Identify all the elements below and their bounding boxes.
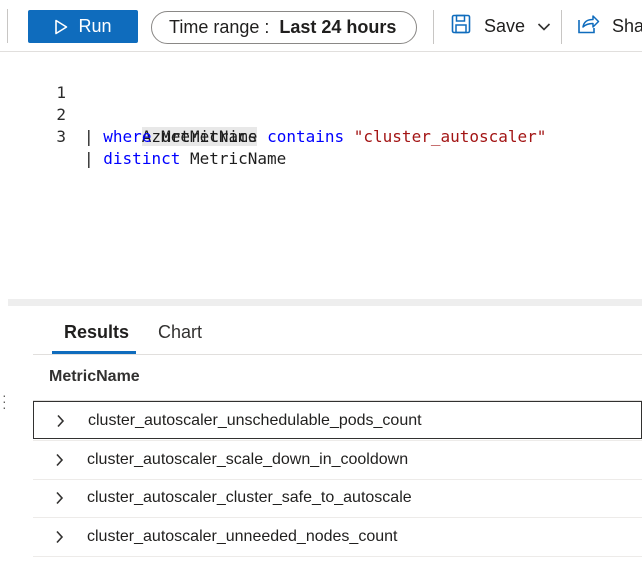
code-token-pipe: |	[84, 149, 94, 168]
line-number: 2	[56, 105, 66, 124]
grid-header-divider	[33, 400, 642, 401]
chevron-right-icon[interactable]	[55, 491, 64, 510]
metricname-cell: cluster_autoscaler_cluster_safe_to_autos…	[87, 489, 412, 506]
row-divider	[33, 556, 642, 557]
grip-vertical-icon[interactable]: ···	[2, 387, 7, 415]
table-row[interactable]: cluster_autoscaler_scale_down_in_cooldow…	[33, 441, 642, 479]
time-range-button[interactable]: Time range : Last 24 hours	[151, 11, 417, 44]
code-token-column: MetricName	[189, 149, 287, 168]
code-token-keyword: where	[103, 127, 152, 146]
table-row[interactable]: cluster_autoscaler_unschedulable_pods_co…	[33, 401, 642, 439]
play-icon	[54, 19, 68, 35]
code-token-pipe: |	[84, 127, 94, 146]
metricname-cell: cluster_autoscaler_scale_down_in_cooldow…	[87, 451, 409, 468]
column-header-metricname[interactable]: MetricName	[49, 368, 140, 385]
query-toolbar: Run Time range : Last 24 hours Save Shar…	[0, 0, 642, 52]
code-token-table: AzureMetrics	[141, 127, 258, 146]
tab-chart[interactable]: Chart	[158, 322, 203, 342]
share-button-label: Share	[612, 16, 642, 36]
code-token-string: "cluster_autoscaler"	[353, 127, 547, 146]
row-divider	[33, 440, 642, 441]
active-tab-indicator	[52, 351, 136, 354]
save-button-label: Save	[484, 16, 526, 36]
table-row[interactable]: cluster_autoscaler_cluster_safe_to_autos…	[33, 479, 642, 517]
metricname-cell: cluster_autoscaler_unschedulable_pods_co…	[88, 412, 422, 429]
floppy-disk-icon	[450, 13, 472, 40]
chevron-right-icon[interactable]	[56, 414, 65, 433]
code-token-operator: contains	[267, 127, 345, 146]
line-number: 3	[56, 127, 66, 146]
save-button[interactable]: Save	[450, 10, 551, 43]
query-editor[interactable]: 1 AzureMetrics 2 | where MetricName cont…	[8, 53, 642, 299]
toolbar-divider	[433, 10, 434, 44]
tabs-divider	[33, 354, 642, 355]
code-line: 3 | distinct MetricName	[8, 104, 286, 168]
tab-results[interactable]: Results	[64, 322, 130, 342]
code-line: 2 | where MetricName contains "cluster_a…	[8, 82, 546, 146]
chevron-right-icon[interactable]	[55, 453, 64, 472]
time-range-label: Time range :	[169, 17, 270, 37]
run-button[interactable]: Run	[28, 10, 138, 43]
pane-splitter[interactable]	[8, 299, 642, 306]
code-line: 1 AzureMetrics	[8, 60, 258, 146]
toolbar-left-divider	[7, 9, 8, 43]
toolbar-divider	[561, 10, 562, 44]
chevron-right-icon[interactable]	[55, 530, 64, 549]
metricname-cell: cluster_autoscaler_unneeded_nodes_count	[87, 528, 398, 545]
code-token-keyword: distinct	[103, 149, 181, 168]
share-button[interactable]: Share	[576, 10, 642, 43]
table-row[interactable]: cluster_autoscaler_unneeded_nodes_count	[33, 518, 642, 556]
row-divider	[33, 517, 642, 518]
run-button-label: Run	[78, 16, 112, 36]
chevron-down-icon[interactable]	[537, 16, 551, 37]
line-number: 1	[56, 83, 66, 102]
row-divider	[33, 479, 642, 480]
share-icon	[576, 13, 600, 40]
time-range-value: Last 24 hours	[279, 17, 397, 37]
code-token-column: MetricName	[161, 127, 258, 146]
